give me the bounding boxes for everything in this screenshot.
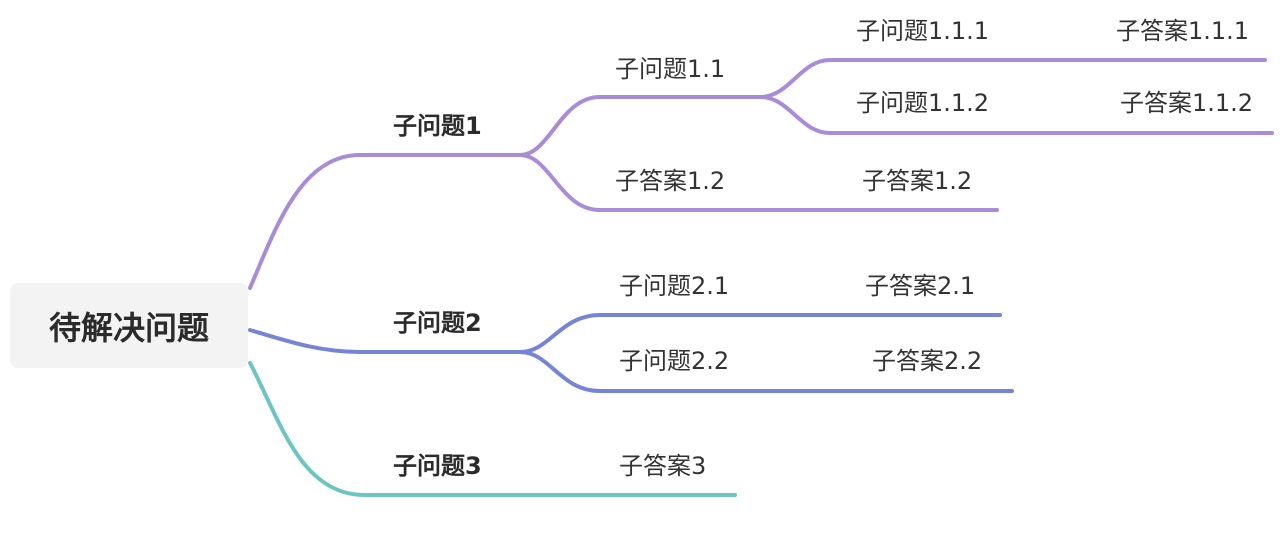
branch-2-label[interactable]: 子问题2 xyxy=(393,309,482,337)
connector-branch-2-to-2-2 xyxy=(518,350,1014,393)
node-1-2-label[interactable]: 子答案1.2 xyxy=(615,167,726,195)
node-3-answer[interactable]: 子答案3 xyxy=(619,452,707,480)
node-1-1-2-answer[interactable]: 子答案1.1.2 xyxy=(1120,89,1254,117)
node-1-1-label[interactable]: 子问题1.1 xyxy=(615,55,726,83)
node-1-2-answer[interactable]: 子答案1.2 xyxy=(862,167,973,195)
node-1-1-2-label[interactable]: 子问题1.1.2 xyxy=(856,89,990,117)
connector-branch-1-to-1-1 xyxy=(518,95,762,157)
branch-3-label[interactable]: 子问题3 xyxy=(393,452,482,480)
node-2-1-label[interactable]: 子问题2.1 xyxy=(619,272,730,300)
node-2-2-answer[interactable]: 子答案2.2 xyxy=(872,347,983,375)
connector-branch-1-to-1-2 xyxy=(518,153,999,212)
connector-root-to-branch-3 xyxy=(248,361,737,497)
connector-branch-2-to-2-1 xyxy=(518,313,1002,354)
node-1-1-1-answer[interactable]: 子答案1.1.1 xyxy=(1116,17,1250,45)
root-node[interactable]: 待解决问题 xyxy=(10,283,248,368)
connector-root-to-branch-2 xyxy=(248,328,522,354)
node-2-2-label[interactable]: 子问题2.2 xyxy=(619,347,730,375)
branch-1-label[interactable]: 子问题1 xyxy=(393,112,482,140)
node-1-1-1-label[interactable]: 子问题1.1.1 xyxy=(856,17,990,45)
connector-1-1-to-1-1-2 xyxy=(758,95,1274,135)
connector-1-1-to-1-1-1 xyxy=(758,58,1267,99)
root-node-label: 待解决问题 xyxy=(48,308,209,347)
connector-root-to-branch-1 xyxy=(248,153,522,290)
node-2-1-answer[interactable]: 子答案2.1 xyxy=(865,272,976,300)
